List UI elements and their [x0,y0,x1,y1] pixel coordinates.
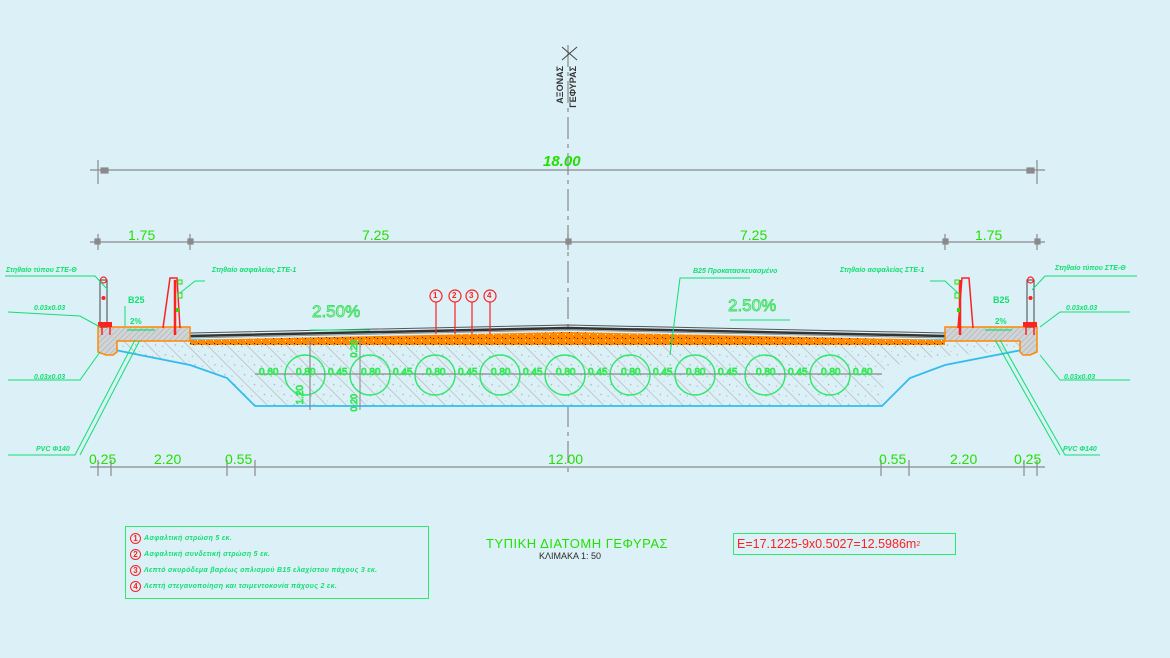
legend-text: Λεπτή στεγανοποίηση και τσιμεντοκονία πά… [144,582,338,590]
top-dim-2: 7.25 [362,227,390,243]
right-drip-top-label: 0.03x0.03 [1066,305,1098,312]
layer-marker-4: 4 [487,291,492,300]
overall-dimension-line [90,160,1045,184]
annotation-leaders [5,275,1137,456]
overall-width-dimension: 18.00 [543,153,581,170]
slab-height-dim: 1.20 [295,385,307,405]
void-dim-8: 0.80 [491,367,511,378]
top-dimension-chain [90,234,1045,250]
void-dim-14: 0.80 [686,367,706,378]
void-dim-13: 0.45 [653,367,673,378]
right-drain-label: PVC Φ140 [1063,446,1097,453]
void-cover-top-dim: 0.20 [349,340,360,358]
void-dim-17: 0.45 [788,367,808,378]
void-dim-1: 0.60 [259,367,279,378]
left-curb-concrete-label: B25 [128,295,145,305]
right-barrier-inner-label: Στηθαίο ασφαλείας ΣΤΕ-1 [840,267,925,274]
drawing-title: ΤΥΠΙΚΗ ΔΙΑΤΟΜΗ ΓΕΦΥΡΑΣ [486,536,669,551]
legend-number: 4 [130,580,141,592]
void-dim-16: 0.80 [756,367,776,378]
bottom-dim-2: 2.20 [154,451,182,467]
bottom-dim-7: 0.25 [1014,451,1042,467]
layer-marker-3: 3 [469,291,474,300]
top-dim-1: 1.75 [128,227,156,243]
void-dim-11: 0.45 [588,367,608,378]
left-drain-label: PVC Φ140 [36,446,70,453]
bottom-dimension-chain [90,460,1045,476]
legend-item: 2 Ασφαλτική συνδετική στρώση 5 εκ. [130,546,424,562]
area-formula-superscript: 2 [916,540,921,548]
bridge-axis-label-2: ΓΕΦΥΡΑΣ [568,66,578,108]
void-dim-7: 0.45 [458,367,478,378]
top-dim-4: 1.75 [975,227,1003,243]
layers-legend: 1 Ασφαλτική στρώση 5 εκ. 2 Ασφαλτική συν… [125,526,429,599]
left-barrier-top-label: Στηθαίο τύπου ΣΤΕ-Θ [6,267,77,274]
bottom-dim-4: 12.00 [548,451,584,467]
void-dim-10: 0.80 [556,367,576,378]
void-dim-2: 0.80 [296,367,316,378]
right-drip-bottom-label: 0.03x0.03 [1064,374,1096,381]
legend-item: 1 Ασφαλτική στρώση 5 εκ. [130,530,424,546]
void-circles [284,354,851,396]
legend-text: Λεπτό σκυρόδεμα βαρέως οπλισμού B15 ελαχ… [144,566,378,574]
void-cover-bottom-dim: 0.20 [349,394,360,412]
right-curb [944,276,1038,356]
pavement-layers [189,324,946,345]
void-dim-5: 0.45 [393,367,413,378]
left-barrier-inner-label: Στηθαίο ασφαλείας ΣΤΕ-1 [212,267,297,274]
void-dim-19: 0.60 [853,367,873,378]
bottom-dim-5: 0.55 [879,451,907,467]
void-dim-18: 0.80 [821,367,841,378]
right-barrier-top-label: Στηθαίο τύπου ΣΤΕ-Θ [1055,265,1126,272]
layer-marker-leaders [429,289,497,334]
void-dim-6: 0.80 [426,367,446,378]
bottom-dim-6: 2.20 [950,451,978,467]
cross-slope-left: 2.50% [312,302,361,321]
right-curb-concrete-label: B25 [993,295,1010,305]
cross-slope-right: 2.50% [728,296,777,315]
concrete-class-label: B25 Προκατασκευασμένο [693,268,778,275]
area-formula: E=17.1225-9x0.5027=12.5986m [737,537,917,551]
legend-number: 3 [130,564,141,576]
legend-number: 1 [130,532,141,544]
left-drip-top-label: 0.03x0.03 [34,305,66,312]
bottom-dim-1: 0.25 [89,451,117,467]
top-dim-3: 7.25 [740,227,768,243]
bottom-dim-3: 0.55 [225,451,253,467]
void-dim-3: 0.45 [328,367,348,378]
layer-marker-2: 2 [452,291,457,300]
legend-text: Ασφαλτική συνδετική στρώση 5 εκ. [144,550,271,558]
bridge-axis [561,45,578,475]
void-dim-4: 0.80 [361,367,381,378]
legend-number: 2 [130,548,141,560]
legend-item: 4 Λεπτή στεγανοποίηση και τσιμεντοκονία … [130,578,424,594]
bridge-axis-label-1: ΑΞΟΝΑΣ [555,66,565,104]
left-curb [97,276,191,356]
layer-marker-1: 1 [433,291,438,300]
void-dim-12: 0.80 [621,367,641,378]
void-dim-15: 0.45 [718,367,738,378]
drawing-scale: ΚΛΙΜΑΚΑ 1: 50 [539,551,602,561]
legend-item: 3 Λεπτό σκυρόδεμα βαρέως οπλισμού B15 ελ… [130,562,424,578]
legend-text: Ασφαλτική στρώση 5 εκ. [144,534,232,542]
left-curb-slope-label: 2% [130,317,142,326]
left-drip-bottom-label: 0.03x0.03 [34,374,66,381]
right-curb-slope-label: 2% [995,317,1007,326]
void-dim-9: 0.45 [523,367,543,378]
